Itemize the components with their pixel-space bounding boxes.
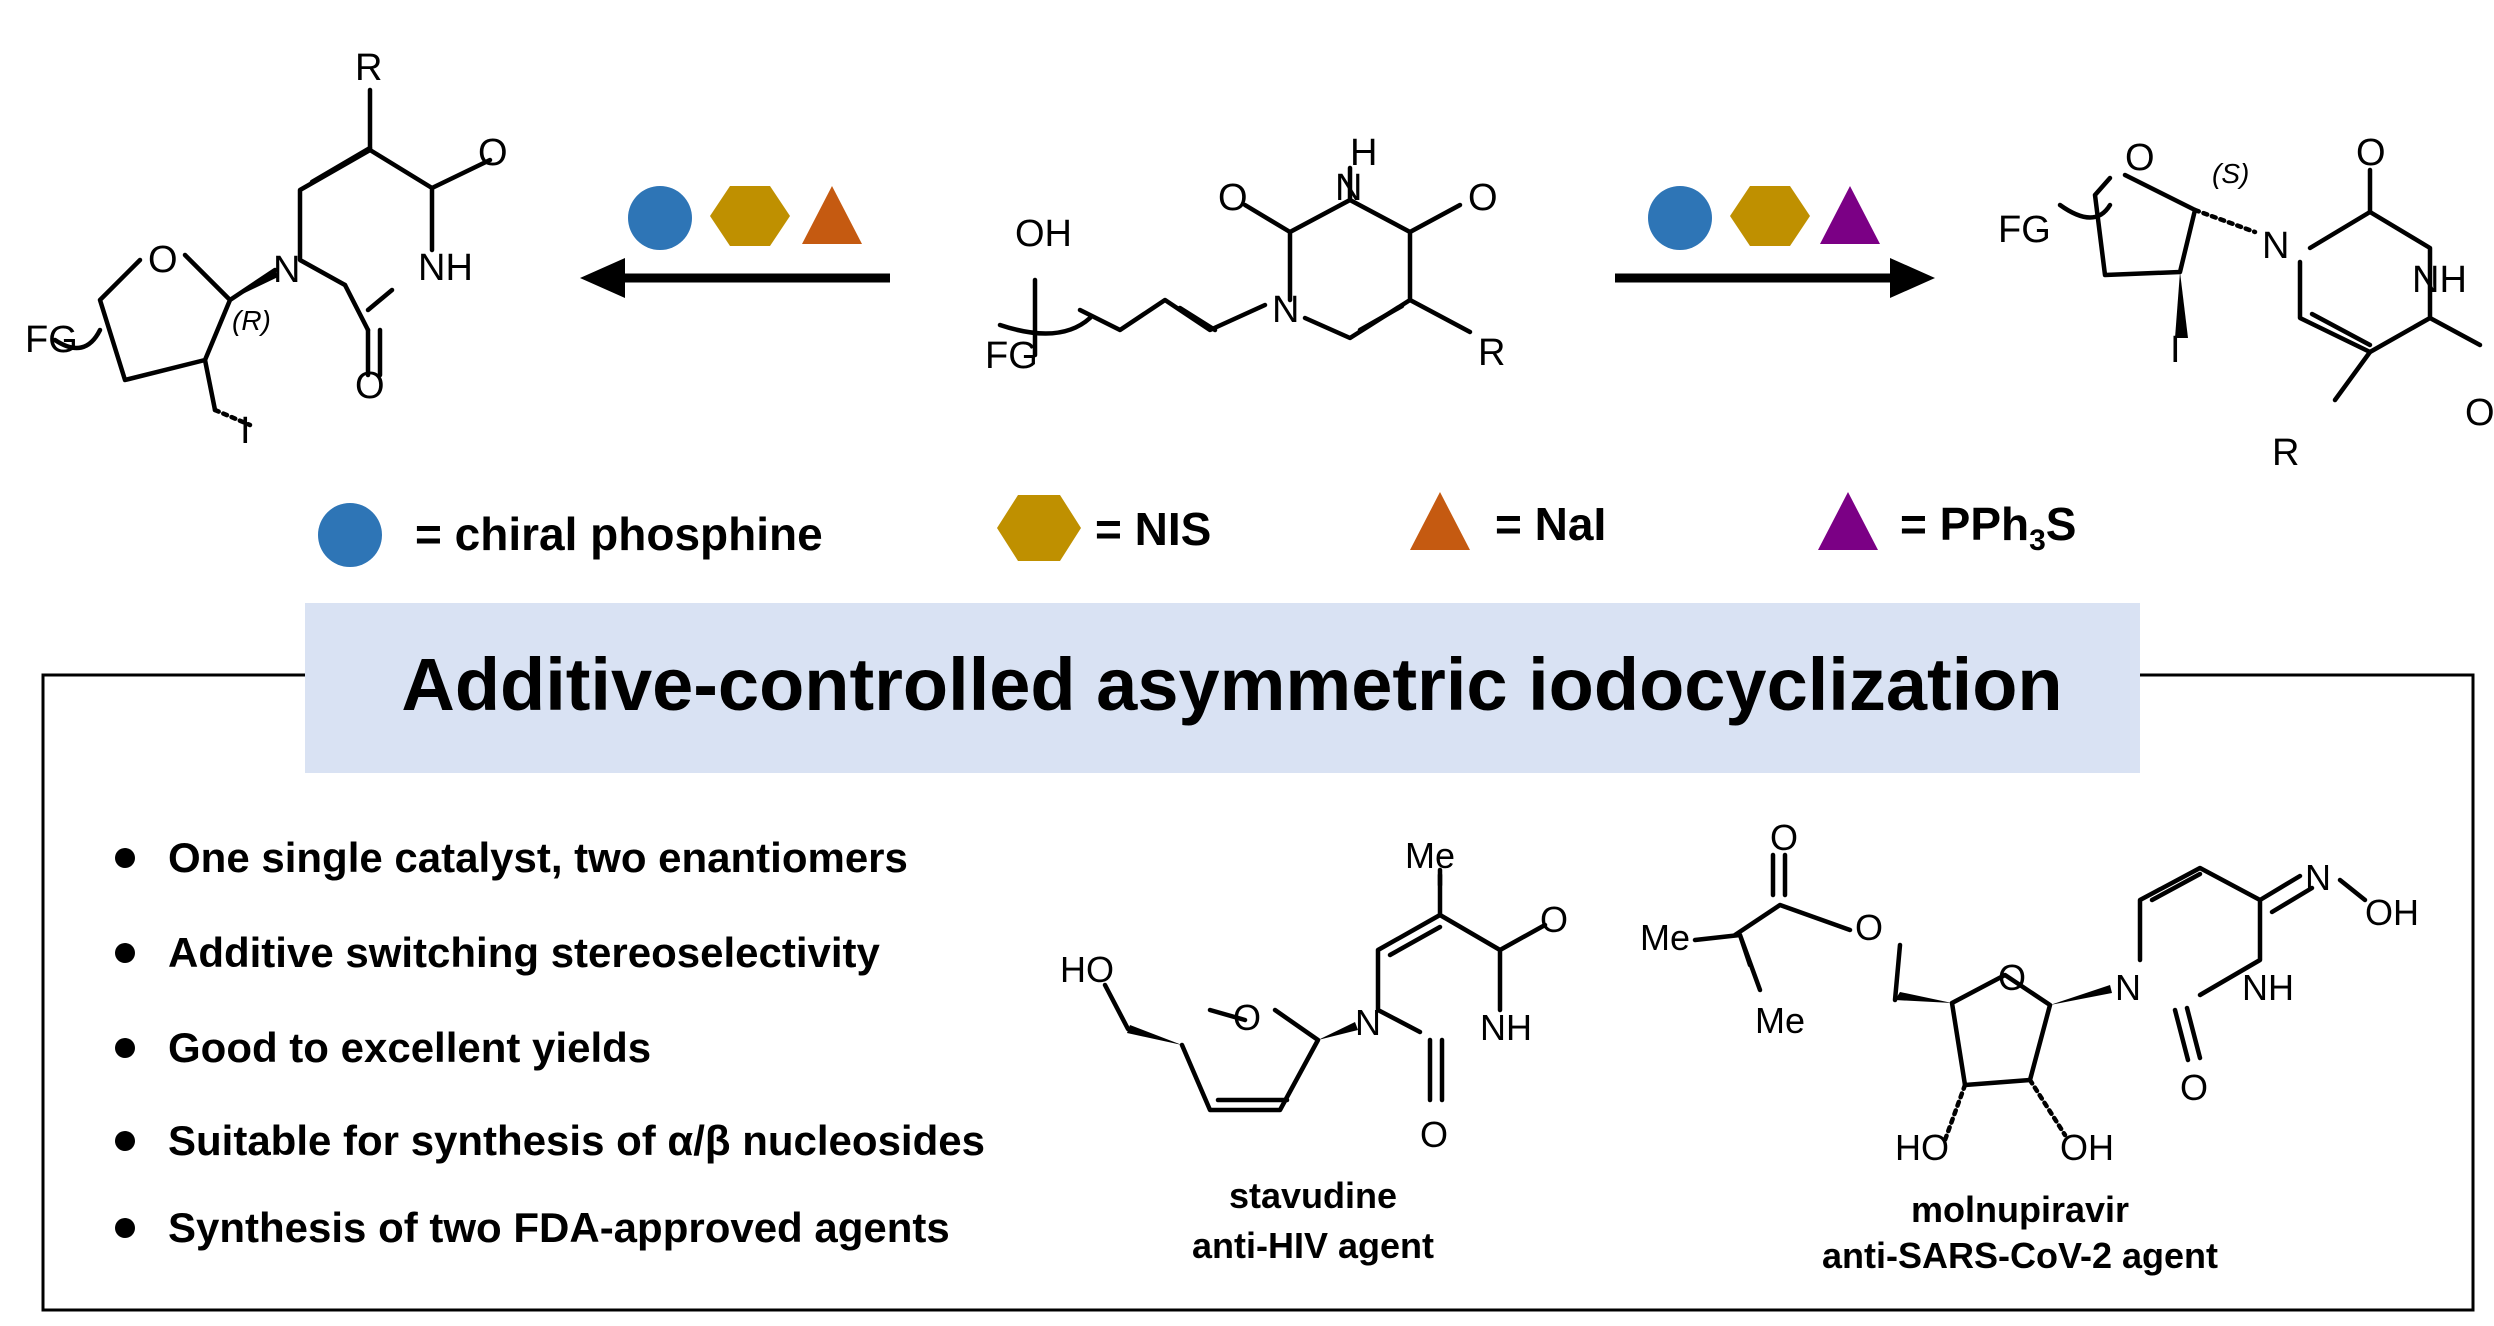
left-fg: FG — [25, 319, 78, 361]
right-r: R — [2272, 432, 2299, 474]
sm-h: H — [1350, 132, 1377, 174]
molnupiravir-oh-sugar: OH — [2060, 1127, 2114, 1168]
left-n: N — [273, 249, 300, 291]
legend-nai-triangle-icon — [1410, 492, 1470, 550]
legend-chiral-phosphine: = chiral phosphine — [415, 508, 823, 560]
sm-fg: FG — [985, 335, 1038, 377]
right-iodine: I — [2170, 329, 2181, 371]
stavudine-me: Me — [1405, 835, 1455, 876]
molnupiravir-o-carbonyl: O — [1770, 817, 1798, 858]
bullet-dot — [115, 1218, 135, 1238]
sm-n-top: N — [1335, 167, 1362, 209]
molnupiravir-description: anti-SARS-CoV-2 agent — [1822, 1235, 2218, 1276]
left-ring-o: O — [148, 239, 178, 281]
starting-material-structure — [997, 165, 1473, 358]
left-o-top: O — [478, 132, 508, 174]
left-product-structure — [52, 87, 493, 428]
bullet-item: Suitable for synthesis of α/β nucleoside… — [168, 1117, 985, 1164]
right-reaction-arrowhead — [1890, 258, 1935, 298]
sm-oh: OH — [1015, 213, 1072, 255]
molnupiravir-n: N — [2115, 967, 2141, 1008]
chiral-phosphine-circle-left — [628, 186, 692, 250]
right-ring-o: O — [2125, 137, 2155, 179]
left-config-r: (R) — [232, 305, 271, 336]
bullet-dot — [115, 848, 135, 868]
left-nh: NH — [418, 247, 473, 289]
legend-pph3s-triangle-icon — [1818, 492, 1878, 550]
legend-hexagon-icon — [997, 495, 1081, 561]
nai-triangle-left — [802, 186, 862, 244]
bullet-item: Synthesis of two FDA-approved agents — [168, 1204, 950, 1251]
stavudine-o-top: O — [1540, 899, 1568, 940]
bullet-item: Additive switching stereoselectivity — [168, 929, 881, 976]
molnupiravir-ring-o: O — [1998, 957, 2026, 998]
molnupiravir-name: molnupiravir — [1911, 1189, 2129, 1230]
molnupiravir-oh-oxime: OH — [2365, 892, 2419, 933]
stavudine-nh: NH — [1480, 1007, 1532, 1048]
stavudine-ho: HO — [1060, 949, 1114, 990]
molnupiravir-structure — [1692, 852, 2368, 1143]
legend-circle-icon — [318, 503, 382, 567]
stavudine-ring-o: O — [1233, 997, 1261, 1038]
stavudine-name: stavudine — [1229, 1175, 1397, 1216]
molnupiravir-ho: HO — [1895, 1127, 1949, 1168]
bullet-dot — [115, 943, 135, 963]
bullet-item: Good to excellent yields — [168, 1024, 651, 1071]
sm-n-bottom: N — [1272, 289, 1299, 331]
legend-nai: = NaI — [1495, 498, 1606, 550]
sm-r: R — [1478, 332, 1505, 374]
title-band — [305, 603, 2140, 773]
right-product-structure — [2057, 167, 2483, 403]
left-o-bottom: O — [355, 365, 385, 407]
stavudine-n: N — [1355, 1002, 1381, 1043]
right-nh: NH — [2412, 259, 2467, 301]
chiral-phosphine-circle-right — [1648, 186, 1712, 250]
nis-hexagon-left — [710, 186, 790, 246]
sm-o-left: O — [1218, 177, 1248, 219]
pph3s-triangle-right — [1820, 186, 1880, 244]
left-iodine: I — [240, 410, 251, 452]
stavudine-description: anti-HIV agent — [1192, 1225, 1434, 1266]
right-config-s: (S) — [2212, 158, 2249, 189]
right-o-bottom: O — [2465, 392, 2494, 434]
nis-hexagon-right — [1730, 186, 1810, 246]
page-title: Additive-controlled asymmetric iodocycli… — [401, 643, 2062, 726]
molnupiravir-o-bottom: O — [2180, 1067, 2208, 1108]
bullet-dot — [115, 1038, 135, 1058]
molnupiravir-nh: NH — [2242, 967, 2294, 1008]
right-o-top: O — [2356, 132, 2386, 174]
bullet-item: One single catalyst, two enantiomers — [168, 834, 908, 881]
molnupiravir-me-top: Me — [1640, 917, 1690, 958]
legend-nis: = NIS — [1095, 503, 1211, 555]
legend-pph3s: = PPh3S — [1900, 498, 2076, 557]
sm-o-right: O — [1468, 177, 1498, 219]
right-fg: FG — [1998, 209, 2051, 251]
bullet-list: One single catalyst, two enantiomers Add… — [115, 834, 985, 1251]
right-n: N — [2262, 225, 2289, 267]
left-r-label: R — [355, 47, 382, 89]
bullet-dot — [115, 1131, 135, 1151]
molnupiravir-me-bottom: Me — [1755, 1000, 1805, 1041]
molnupiravir-o-ester: O — [1855, 907, 1883, 948]
stavudine-structure — [1102, 867, 1548, 1113]
molnupiravir-n-oxime: N — [2305, 857, 2331, 898]
left-reaction-arrowhead — [580, 258, 625, 298]
stavudine-o-bottom: O — [1420, 1114, 1448, 1155]
